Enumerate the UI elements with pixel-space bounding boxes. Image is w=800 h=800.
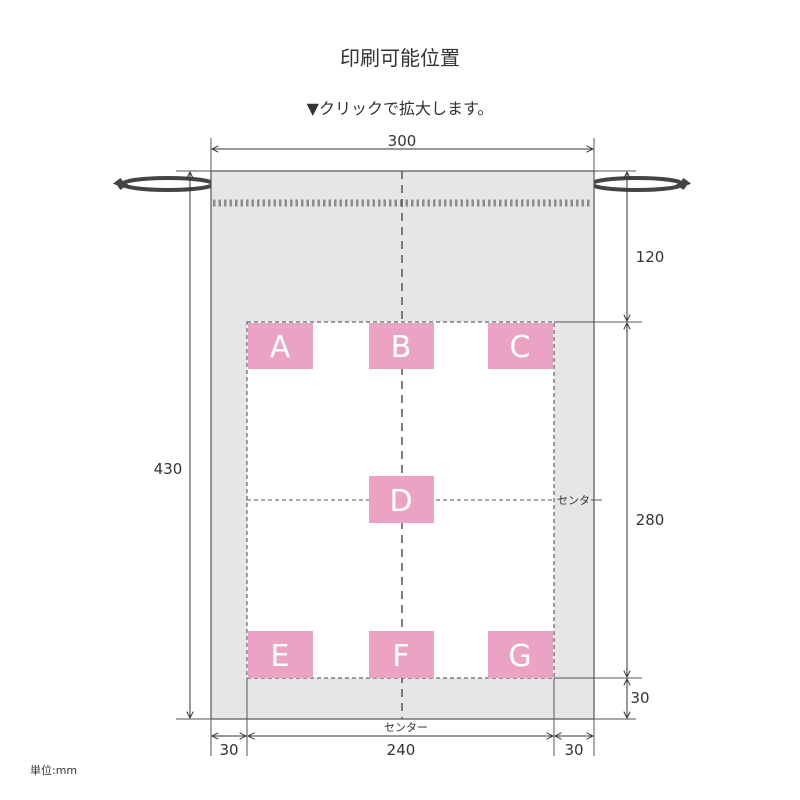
position-label: E [271, 639, 290, 674]
drawstring-cord-left [112, 176, 215, 192]
position-d[interactable]: D [369, 476, 434, 523]
dimension-left-margin-label: 30 [219, 741, 238, 759]
dimension-width-total-label: 300 [388, 132, 417, 150]
extension-lines [176, 138, 642, 756]
position-c[interactable]: C [488, 323, 553, 369]
position-label: F [392, 639, 409, 674]
position-g[interactable]: G [488, 631, 553, 678]
position-label: G [508, 639, 531, 674]
dimension-print-height-label: 280 [636, 511, 665, 529]
dimension-bottom-margin-label: 30 [630, 689, 649, 707]
dimension-top-margin-label: 120 [636, 248, 665, 266]
position-e[interactable]: E [248, 631, 313, 678]
dimension-height-total-label: 430 [154, 460, 183, 478]
position-label: C [510, 330, 531, 365]
position-b[interactable]: B [369, 323, 434, 369]
dimension-print-width-label: 240 [387, 741, 416, 759]
position-f[interactable]: F [369, 631, 434, 678]
drawstring-cord-right [590, 176, 692, 192]
position-a[interactable]: A [248, 323, 313, 369]
position-label: D [389, 484, 412, 519]
position-label: A [270, 330, 291, 365]
position-label: B [391, 330, 412, 365]
center-label-bottom: センター [384, 721, 428, 734]
page-title: 印刷可能位置 [340, 46, 460, 70]
unit-label: 単位:mm [30, 763, 77, 777]
dimension-right-margin-label: 30 [564, 741, 583, 759]
center-label-horizontal: センター [557, 494, 601, 507]
enlarge-link[interactable]: ▼クリックで拡大します。 [307, 99, 494, 118]
